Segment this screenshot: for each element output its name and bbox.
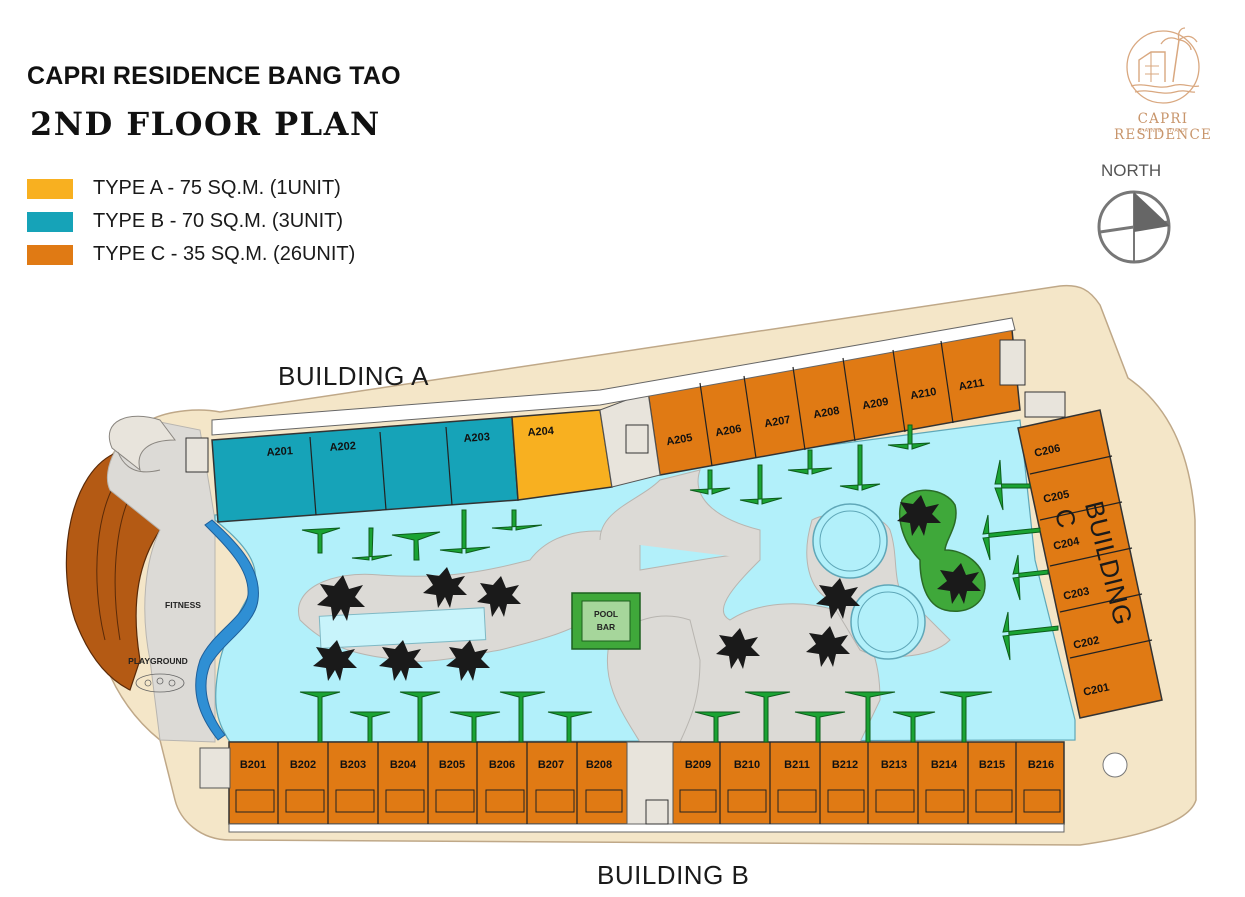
unit-a208[interactable]: A208 [812, 405, 840, 421]
unit-b213[interactable]: B213 [881, 759, 907, 771]
spiral-stair [109, 415, 176, 472]
unit-a210[interactable]: A210 [909, 386, 937, 402]
building-a-label: BUILDING A [278, 361, 429, 391]
unit-b211[interactable]: B211 [784, 759, 810, 771]
jacuzzi-north [812, 503, 888, 579]
legend-label-type-a: TYPE A - 75 SQ.M. (1UNIT) [93, 177, 341, 199]
unit-b207[interactable]: B207 [538, 759, 564, 771]
unit-b209[interactable]: B209 [685, 759, 711, 771]
capri-residence-logo: CAPRI RESIDENCE BANG TAO [1087, 22, 1239, 143]
jacuzzi-south [850, 584, 926, 660]
unit-c206[interactable]: C206 [1033, 442, 1061, 459]
unit-b204[interactable]: B204 [390, 759, 417, 771]
unit-a209[interactable]: A209 [861, 396, 889, 412]
unit-a201[interactable]: A201 [266, 445, 293, 459]
unit-b212[interactable]: B212 [832, 759, 858, 771]
fitness-label: FITNESS [165, 600, 201, 610]
unit-c202[interactable]: C202 [1072, 634, 1100, 651]
playground-equipment-icon [135, 673, 185, 693]
pool-bar-label-1: POOL [594, 609, 618, 619]
unit-c203[interactable]: C203 [1062, 585, 1090, 602]
logo-subtitle: BANG TAO [1138, 128, 1188, 134]
building-a-type-a-block [511, 409, 613, 501]
legend-swatch-type-c [27, 244, 73, 265]
floor-plan-title: 2ND FLOOR PLAN [30, 105, 381, 143]
playground-label: PLAYGROUND [128, 656, 188, 666]
legend-swatch-type-a [27, 178, 73, 199]
legend-label-type-c: TYPE C - 35 SQ.M. (26UNIT) [93, 243, 356, 265]
unit-b214[interactable]: B214 [931, 759, 958, 771]
logo-name: CAPRI RESIDENCE [1113, 111, 1213, 143]
legend: TYPE A - 75 SQ.M. (1UNIT) TYPE B - 70 SQ… [27, 172, 355, 271]
palm-trees [313, 495, 981, 681]
unit-b208[interactable]: B208 [586, 759, 612, 771]
unit-b206[interactable]: B206 [489, 759, 515, 771]
pool-bar-label-2: BAR [597, 622, 615, 632]
building-b-label: BUILDING B [597, 860, 750, 890]
unit-b203[interactable]: B203 [340, 759, 366, 771]
legend-label-type-b: TYPE B - 70 SQ.M. (3UNIT) [93, 210, 344, 232]
unit-a207[interactable]: A207 [763, 414, 791, 430]
unit-b202[interactable]: B202 [290, 759, 316, 771]
unit-fixtures [235, 789, 1061, 813]
pool-bar: POOL BAR [571, 592, 641, 650]
unit-c205[interactable]: C205 [1042, 488, 1070, 505]
unit-a206[interactable]: A206 [714, 423, 742, 439]
project-title: CAPRI RESIDENCE BANG TAO [27, 62, 401, 90]
legend-item-type-c: TYPE C - 35 SQ.M. (26UNIT) [27, 238, 355, 271]
unit-a203[interactable]: A203 [463, 431, 490, 445]
stair-cores [185, 339, 1066, 825]
logo-emblem-icon [1126, 27, 1200, 104]
unit-b201[interactable]: B201 [240, 759, 266, 771]
unit-b216[interactable]: B216 [1028, 759, 1054, 771]
unit-b215[interactable]: B215 [979, 759, 1005, 771]
unit-a205[interactable]: A205 [665, 432, 693, 448]
unit-b210[interactable]: B210 [734, 759, 760, 771]
unit-c201[interactable]: C201 [1082, 681, 1110, 698]
umbrellas [299, 424, 1059, 743]
legend-item-type-b: TYPE B - 70 SQ.M. (3UNIT) [27, 205, 355, 238]
unit-a211[interactable]: A211 [958, 377, 985, 393]
north-label: NORTH [1101, 161, 1162, 180]
legend-item-type-a: TYPE A - 75 SQ.M. (1UNIT) [27, 172, 355, 205]
lazy-river [195, 519, 259, 741]
compass-icon [1097, 190, 1171, 264]
unit-a202[interactable]: A202 [329, 440, 356, 454]
building-c-type-c-block [1017, 409, 1163, 719]
unit-c204[interactable]: C204 [1052, 535, 1081, 552]
unit-a204[interactable]: A204 [527, 425, 555, 439]
legend-swatch-type-b [27, 211, 73, 232]
lift-icon [1102, 752, 1128, 778]
unit-dividers [277, 340, 1153, 824]
unit-b205[interactable]: B205 [439, 759, 465, 771]
